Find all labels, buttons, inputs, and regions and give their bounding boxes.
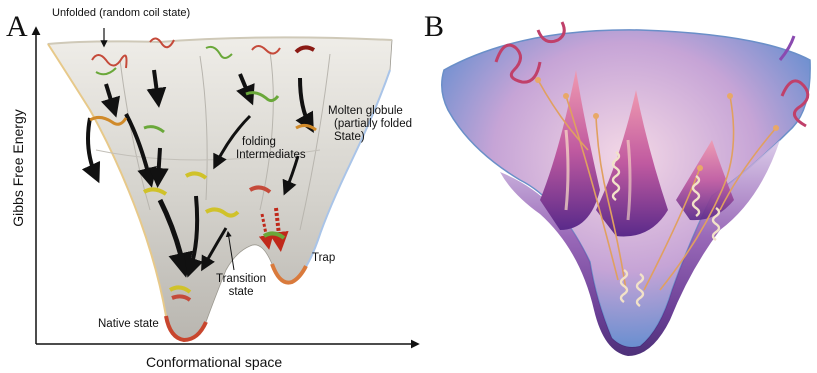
folding-funnel-3d [442,30,810,356]
